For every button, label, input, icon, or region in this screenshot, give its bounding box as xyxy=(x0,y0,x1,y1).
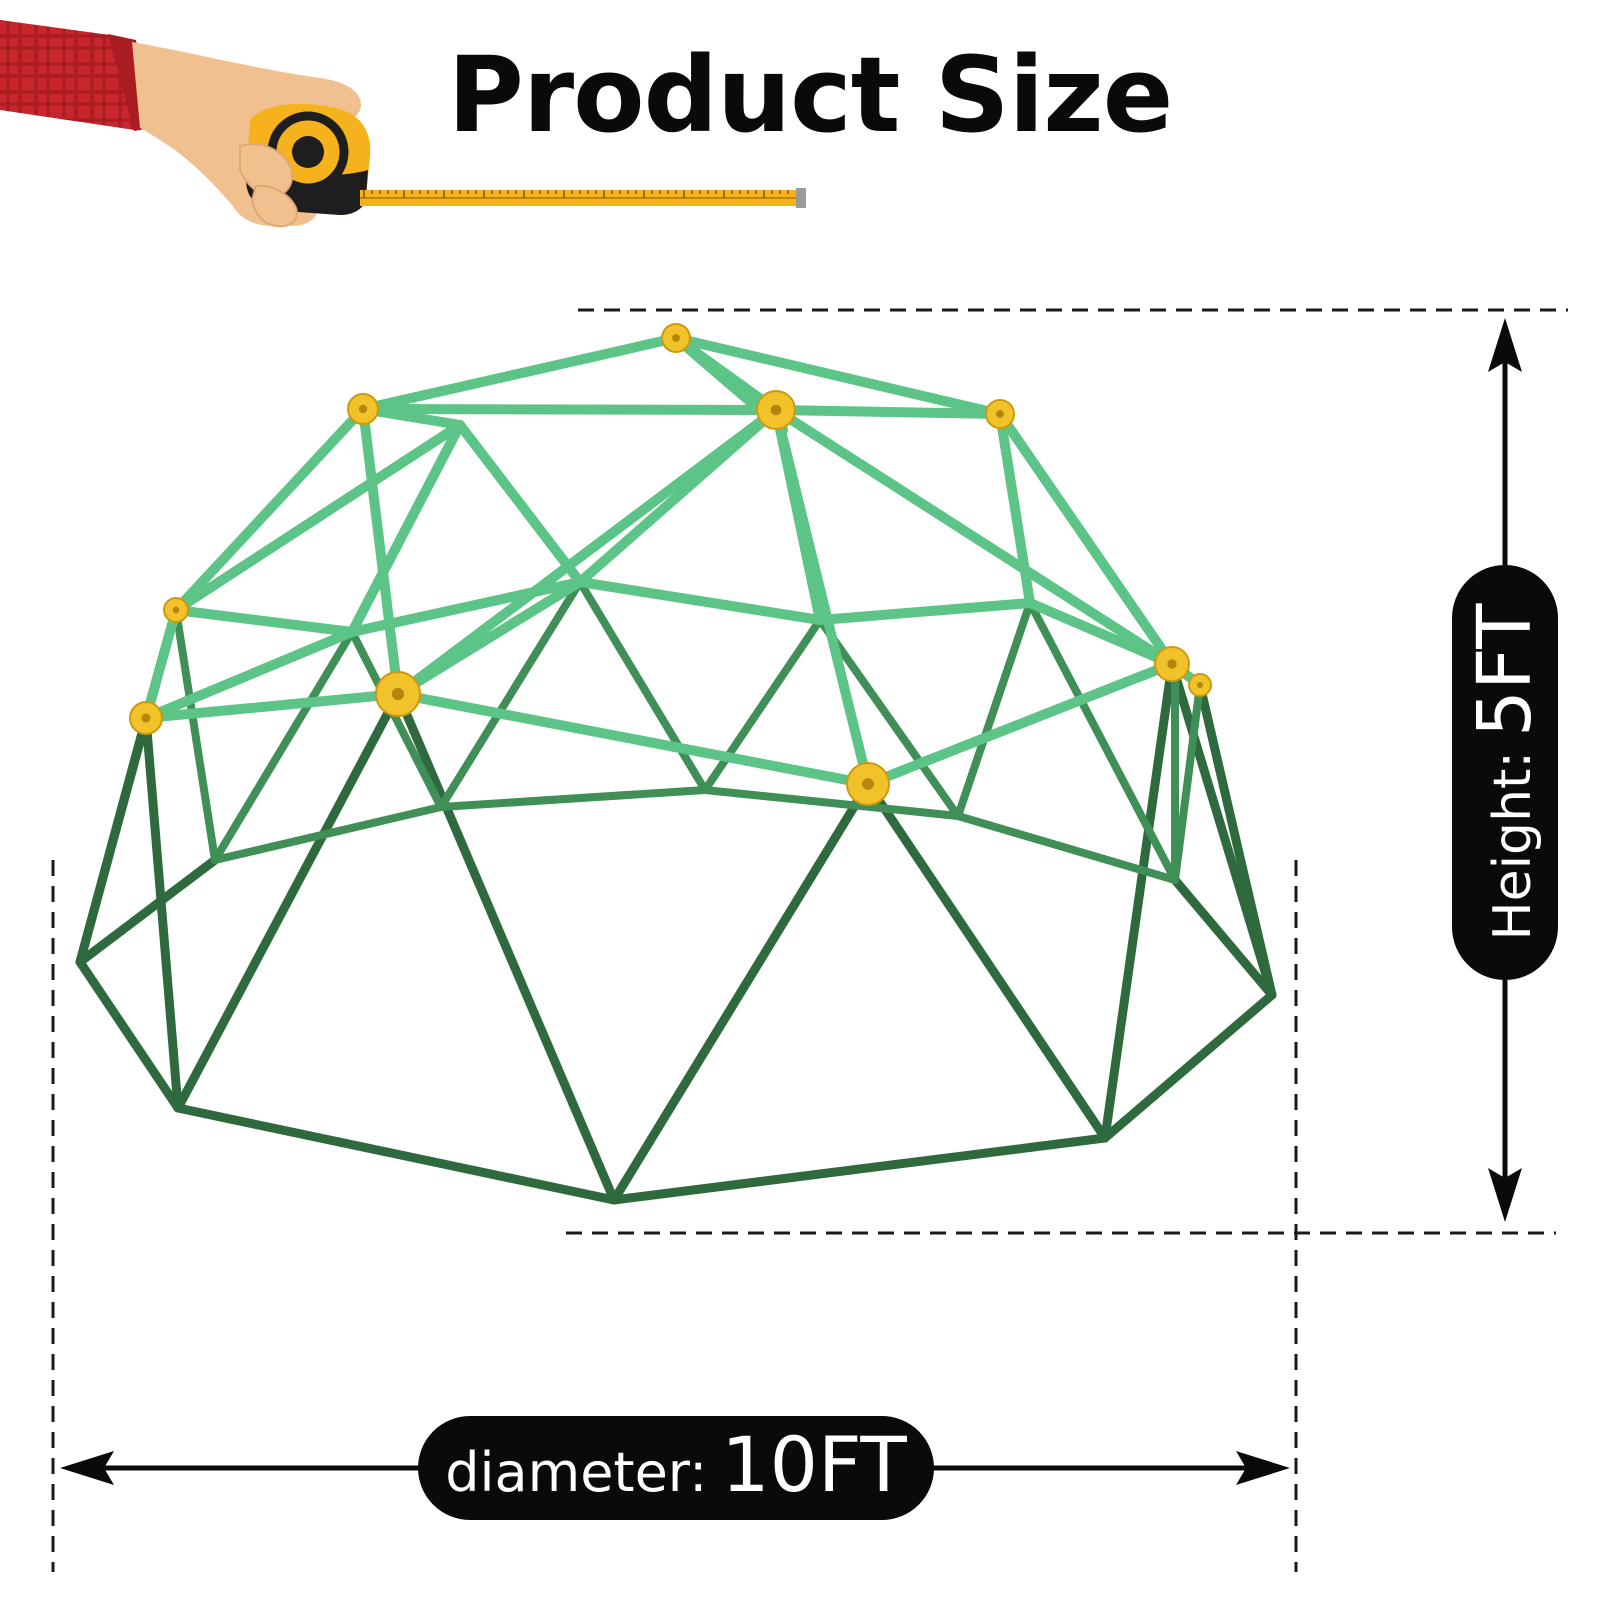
arrow-icon xyxy=(1488,318,1522,372)
svg-text:diameter:10FT: diameter:10FT xyxy=(445,1420,907,1509)
diameter-arrow xyxy=(60,1451,1290,1485)
arrow-icon xyxy=(1488,1168,1522,1222)
height-value: 5FT xyxy=(1462,603,1548,737)
diameter-label: diameter: xyxy=(445,1441,707,1504)
dimension-guides xyxy=(51,308,1568,1572)
height-arrow xyxy=(1488,318,1522,1222)
arrow-icon xyxy=(60,1451,114,1485)
page-title: Product Size xyxy=(447,34,1174,156)
hand-with-tape-measure-icon xyxy=(0,20,806,228)
climbing-dome-illustration xyxy=(75,323,1277,1205)
diameter-value: 10FT xyxy=(721,1420,907,1509)
height-label: Height: xyxy=(1483,751,1543,940)
height-badge: Height: 5FT xyxy=(1452,565,1558,980)
svg-text:Height:5FT: Height: 5FT xyxy=(1462,603,1548,941)
diameter-badge: diameter:10FT xyxy=(418,1416,934,1520)
arrow-icon xyxy=(1236,1451,1290,1485)
